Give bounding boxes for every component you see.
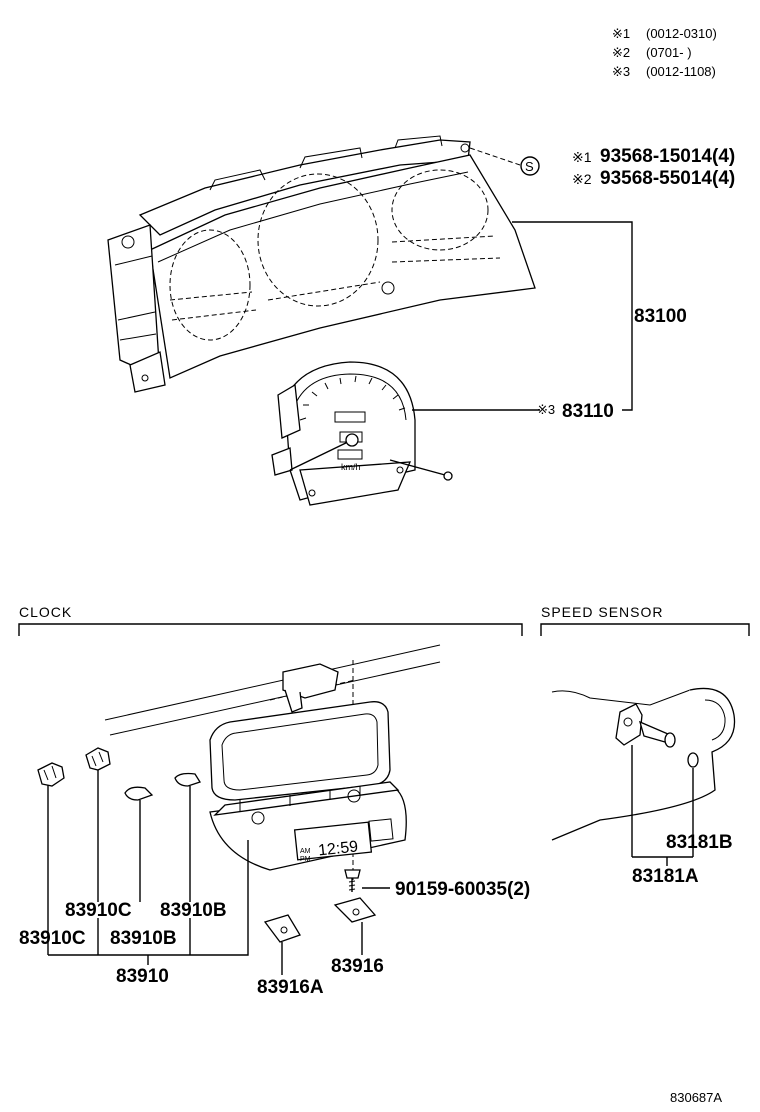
cluster-leader: [512, 221, 633, 411]
clock-display-pm: PM: [300, 856, 311, 863]
speedometer-unit: km/h: [341, 462, 361, 472]
note-1-mark: ※1: [612, 26, 630, 41]
part-label-83910c-lower: 83910C: [19, 928, 86, 949]
screw-part-1-number: 93568-15014(4): [600, 146, 735, 167]
part-label-83181a: 83181A: [632, 866, 699, 887]
speedometer-mark: ※3: [537, 402, 555, 417]
figure-code: 830687A: [670, 1090, 722, 1105]
part-label-90159: 90159-60035(2): [395, 879, 530, 900]
note-2-mark: ※2: [612, 45, 630, 60]
screw-symbol: S: [520, 156, 540, 176]
clock-drawing: [37, 644, 441, 943]
part-label-83181b: 83181B: [666, 832, 733, 853]
screw-part-2-number: 93568-55014(4): [600, 168, 735, 189]
clock-display-am: AM: [300, 848, 311, 855]
screw-part-1-mark: ※1: [572, 149, 592, 165]
note-3-mark: ※3: [612, 64, 630, 79]
section-speed-sensor-bracket: [540, 623, 750, 636]
note-2-range: (0701- ): [646, 45, 692, 60]
section-speed-sensor: SPEED SENSOR: [541, 604, 663, 620]
part-label-83910c-upper: 83910C: [65, 900, 132, 921]
part-label-83100: 83100: [634, 306, 687, 327]
instrument-cluster-drawing: [107, 135, 536, 393]
part-label-83910b-upper: 83910B: [160, 900, 227, 921]
screw-leader: [469, 147, 521, 166]
part-label-83916a: 83916A: [257, 977, 324, 998]
part-label-83916: 83916: [331, 956, 384, 977]
speed-sensor-leaders: [631, 745, 694, 866]
notes-legend: ※1 (0012-0310) ※2 (0701- ) ※3 (0012-1108…: [612, 26, 717, 79]
part-label-83910b-lower: 83910B: [110, 928, 177, 949]
part-label-83110: 83110: [562, 401, 614, 422]
clock-display-time: 12:59: [317, 838, 359, 859]
note-1-range: (0012-0310): [646, 26, 717, 41]
section-clock: CLOCK: [19, 604, 72, 620]
screw-part-2-mark: ※2: [572, 171, 592, 187]
note-3-range: (0012-1108): [646, 64, 716, 79]
section-clock-bracket: [18, 623, 523, 636]
screw-symbol-letter: S: [525, 159, 534, 174]
speedometer-drawing: [271, 361, 453, 506]
speed-sensor-drawing: [551, 687, 736, 841]
part-label-83910: 83910: [116, 966, 169, 987]
clock-leaders: [47, 770, 390, 975]
